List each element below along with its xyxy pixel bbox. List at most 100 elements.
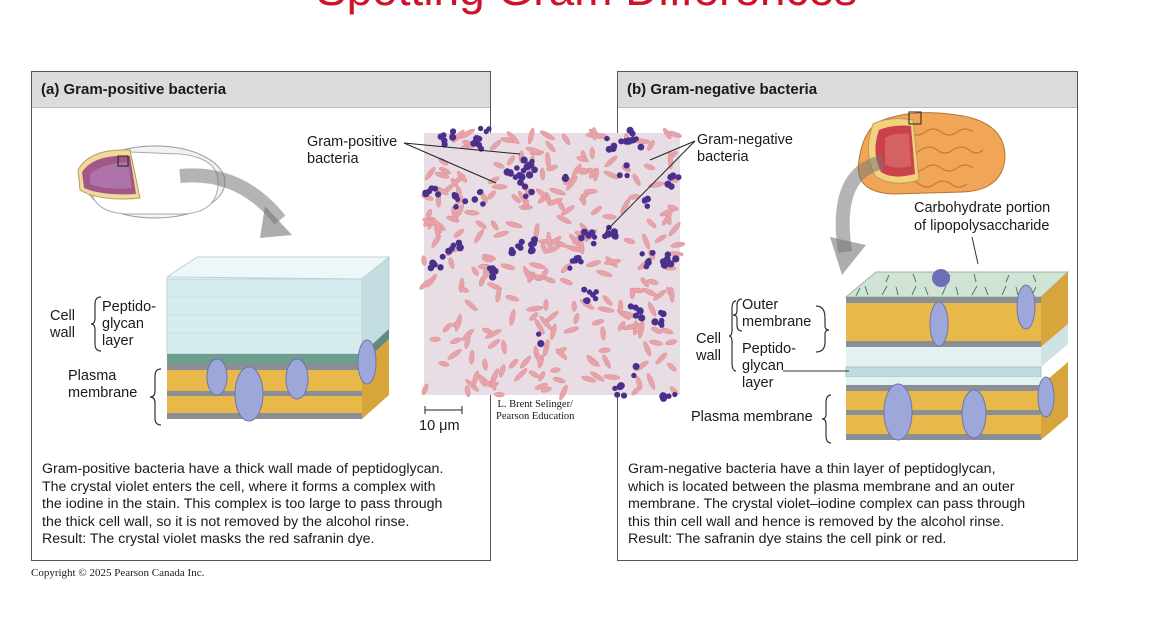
gram-negative-rod bbox=[576, 156, 589, 163]
gram-negative-rod bbox=[506, 131, 520, 145]
gram-negative-rod bbox=[464, 385, 471, 398]
cell-wall-brace bbox=[90, 296, 102, 352]
gram-positive-coccus bbox=[631, 372, 637, 379]
gram-negative-rod bbox=[602, 295, 613, 306]
gram-negative-rod bbox=[464, 210, 480, 216]
gram-negative-rod bbox=[648, 181, 665, 188]
wall-label: wall bbox=[50, 325, 75, 341]
caption-line: Gram-negative bacteria have a thin layer… bbox=[628, 461, 996, 477]
gram-negative-rod bbox=[475, 220, 487, 230]
gram-negative-rod bbox=[482, 358, 488, 371]
gram-positive-coccus bbox=[667, 260, 675, 268]
gram-negative-rod bbox=[505, 295, 520, 302]
gram-negative-rod bbox=[543, 339, 550, 357]
gram-negative-rod bbox=[438, 360, 450, 367]
peptidoglycan-leader-line bbox=[783, 370, 849, 372]
peptidoglycan-label-2: glycan bbox=[102, 316, 144, 332]
gram-negative-rod bbox=[438, 166, 451, 175]
gram-positive-coccus bbox=[629, 136, 637, 144]
peptidoglycan-label-2: glycan bbox=[742, 358, 784, 374]
gram-negative-rod bbox=[421, 383, 429, 396]
gram-positive-coccus bbox=[593, 289, 599, 295]
gram-negative-rod bbox=[491, 184, 508, 190]
gram-positive-coccus bbox=[528, 188, 535, 196]
gram-positive-coccus bbox=[613, 234, 619, 240]
gram-negative-rod bbox=[550, 323, 557, 340]
gram-positive-coccus bbox=[528, 246, 536, 254]
gram-positive-coccus bbox=[609, 145, 617, 152]
gram-negative-rod bbox=[591, 319, 605, 326]
gram-positive-coccus bbox=[536, 331, 542, 337]
membrane-label: membrane bbox=[68, 385, 138, 401]
gram-positive-coccus bbox=[644, 203, 651, 209]
gram-positive-coccus bbox=[664, 251, 671, 258]
gram-negative-rod bbox=[429, 336, 441, 342]
gram-positive-coccus bbox=[518, 238, 525, 245]
gram-negative-rod bbox=[487, 190, 496, 200]
gram-positive-coccus bbox=[675, 174, 682, 181]
gram-negative-rod bbox=[514, 368, 528, 382]
caption-line: membrane. The crystal violet–iodine comp… bbox=[628, 496, 1026, 513]
gram-negative-rod bbox=[493, 162, 505, 169]
gram-positive-coccus bbox=[591, 234, 598, 240]
gram-positive-coccus bbox=[672, 255, 680, 263]
gram-positive-coccus bbox=[456, 243, 464, 252]
carbohydrate-leader-line bbox=[971, 236, 979, 265]
gram-positive-coccus bbox=[529, 158, 535, 164]
gram-negative-rod bbox=[560, 263, 572, 274]
gram-positive-coccus bbox=[636, 307, 644, 315]
peptidoglycan-label-1: Peptido- bbox=[102, 299, 157, 315]
gram-negative-rod bbox=[651, 326, 663, 334]
gram-negative-rod bbox=[505, 221, 523, 229]
gram-positive-coccus bbox=[632, 304, 639, 311]
slide-title: Spotting Gram Differences bbox=[0, 0, 1173, 12]
gram-negative-label-1: Gram-negative bbox=[697, 132, 793, 148]
gram-negative-rod bbox=[559, 384, 568, 401]
gram-negative-rod bbox=[589, 147, 595, 160]
gram-negative-rod bbox=[487, 339, 501, 349]
caption-line: The crystal violet enters the cell, wher… bbox=[42, 478, 436, 495]
gram-negative-rod bbox=[647, 278, 659, 285]
gram-positive-coccus bbox=[639, 251, 645, 257]
caption-line: the iodine in the stain. This complex is… bbox=[42, 496, 443, 513]
gram-negative-rod bbox=[667, 362, 677, 372]
gram-negative-rod bbox=[585, 260, 602, 268]
caption-line: Gram-positive bacteria have a thick wall… bbox=[42, 461, 444, 477]
gram-negative-rod bbox=[519, 355, 532, 369]
gram-negative-rod bbox=[623, 238, 636, 244]
gram-negative-rod bbox=[450, 174, 465, 187]
gram-positive-coccus bbox=[489, 268, 496, 275]
gram-negative-rod bbox=[576, 167, 589, 173]
gram-positive-coccus bbox=[435, 191, 442, 198]
gram-negative-rod bbox=[535, 188, 548, 199]
gram-negative-rod bbox=[641, 287, 658, 297]
scale-bar-label: 10 μm bbox=[419, 418, 460, 434]
gram-positive-coccus bbox=[661, 393, 668, 399]
plasma-membrane-brace bbox=[149, 368, 162, 426]
gram-negative-rod bbox=[508, 358, 519, 369]
gram-negative-rod bbox=[494, 391, 505, 398]
gram-positive-coccus bbox=[618, 138, 625, 145]
gram-positive-coccus bbox=[641, 198, 648, 204]
gram-negative-rod bbox=[545, 140, 556, 153]
photo-credit-line: Pearson Education bbox=[496, 411, 575, 422]
panel-b-header: (b) Gram-negative bacteria bbox=[618, 72, 1077, 108]
panel-b-caption: Gram-negative bacteria have a thin layer… bbox=[628, 461, 1069, 549]
plasma-membrane-brace bbox=[821, 394, 832, 444]
gram-negative-rod bbox=[546, 164, 558, 172]
gram-positive-coccus bbox=[474, 136, 481, 143]
gram-positive-coccus bbox=[649, 249, 656, 256]
gram-negative-rod bbox=[523, 266, 532, 282]
gram-positive-coccus bbox=[624, 172, 630, 179]
gram-negative-rod bbox=[653, 289, 667, 301]
gram-negative-rod bbox=[539, 167, 546, 181]
gram-negative-rod bbox=[550, 367, 561, 373]
peptidoglycan-label-3: layer bbox=[742, 375, 774, 391]
gram-positive-coccus bbox=[623, 162, 630, 169]
gram-negative-rod bbox=[490, 378, 497, 391]
gram-negative-rod bbox=[500, 263, 516, 270]
gram-negative-rod bbox=[670, 242, 686, 248]
cell-wall-brace bbox=[728, 300, 737, 372]
gram-negative-wall-diagram bbox=[844, 269, 1070, 441]
gram-positive-coccus bbox=[475, 141, 483, 148]
